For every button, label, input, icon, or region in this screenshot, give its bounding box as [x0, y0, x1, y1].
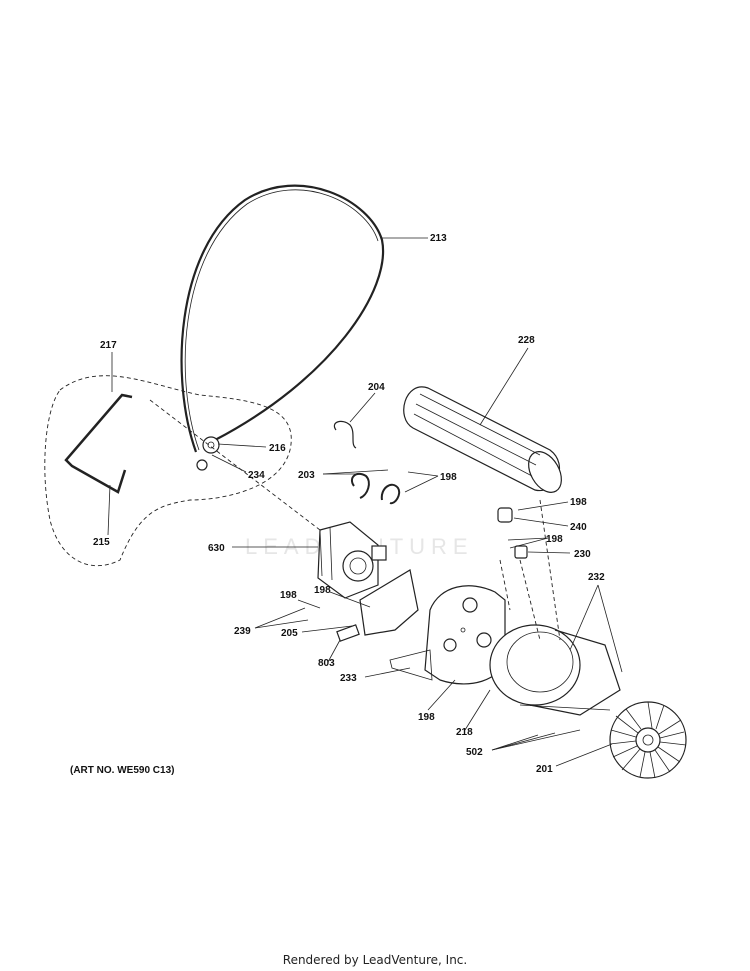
- label-198e[interactable]: 198: [280, 590, 297, 601]
- label-198d[interactable]: 198: [314, 585, 331, 596]
- blower-housing-front[interactable]: [389, 585, 506, 685]
- label-239[interactable]: 239: [234, 626, 251, 637]
- label-232[interactable]: 232: [588, 572, 605, 583]
- art-number: (ART NO. WE590 C13): [70, 765, 175, 776]
- label-213[interactable]: 213: [430, 233, 447, 244]
- label-198a[interactable]: 198: [440, 472, 457, 483]
- label-215[interactable]: 215: [93, 537, 110, 548]
- label-803[interactable]: 803: [318, 658, 335, 669]
- label-198c[interactable]: 198: [546, 534, 563, 545]
- idler-pulley[interactable]: [196, 436, 220, 471]
- clamp-left[interactable]: [350, 472, 370, 499]
- label-205[interactable]: 205: [281, 628, 298, 639]
- label-201[interactable]: 201: [536, 764, 553, 775]
- drive-belt[interactable]: [180, 184, 385, 453]
- part-labels: 213 217 228 204 216 234 203 198 198 240 …: [93, 233, 605, 775]
- label-198b[interactable]: 198: [570, 497, 587, 508]
- label-204[interactable]: 204: [368, 382, 385, 393]
- clip[interactable]: [333, 420, 357, 449]
- switch[interactable]: [336, 624, 360, 642]
- label-217[interactable]: 217: [100, 340, 117, 351]
- label-228[interactable]: 228: [518, 335, 535, 346]
- label-216[interactable]: 216: [269, 443, 286, 454]
- motor[interactable]: [317, 521, 387, 599]
- bracket-230[interactable]: [514, 545, 528, 559]
- label-502[interactable]: 502: [466, 747, 483, 758]
- label-203[interactable]: 203: [298, 470, 315, 481]
- bushing[interactable]: [497, 507, 513, 523]
- blower-wheel[interactable]: [609, 701, 687, 779]
- idler-assembly-outline: [44, 375, 292, 567]
- idler-bracket[interactable]: [64, 393, 133, 494]
- label-240[interactable]: 240: [570, 522, 587, 533]
- assembly-lines: [149, 399, 561, 641]
- label-218[interactable]: 218: [456, 727, 473, 738]
- footer-credit: Rendered by LeadVenture, Inc.: [282, 953, 468, 967]
- label-230[interactable]: 230: [574, 549, 591, 560]
- label-630[interactable]: 630: [208, 543, 225, 554]
- label-234[interactable]: 234: [248, 470, 265, 481]
- leader-lines: [107, 237, 623, 767]
- label-198f[interactable]: 198: [418, 712, 435, 723]
- exhaust-duct[interactable]: [403, 386, 568, 498]
- clamp-right[interactable]: [380, 483, 401, 505]
- label-233[interactable]: 233: [340, 673, 357, 684]
- blower-housing-rear[interactable]: [489, 624, 621, 716]
- motor-mount-bracket[interactable]: [359, 569, 419, 636]
